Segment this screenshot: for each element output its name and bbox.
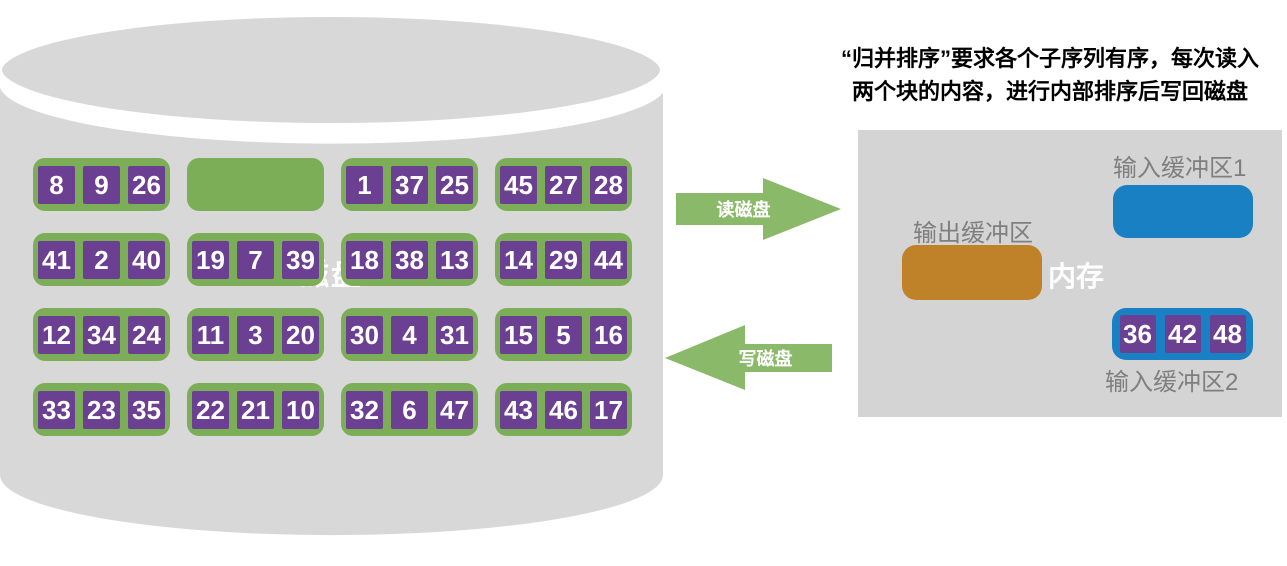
number-cell: 45: [500, 165, 537, 204]
number-cell: 3: [237, 315, 274, 354]
caption-line-2: 两个块的内容，进行内部排序后写回磁盘: [851, 79, 1248, 104]
disk-cylinder-lid: [0, 7, 670, 133]
number-cell: 40: [128, 240, 165, 279]
number-cell: 10: [282, 390, 319, 429]
number-cell: 31: [436, 315, 473, 354]
number-cell: 35: [128, 390, 165, 429]
number-cell: 19: [192, 240, 229, 279]
number-cell: 36: [1119, 315, 1156, 353]
number-cell: 43: [500, 390, 537, 429]
number-cell: 4: [391, 315, 428, 354]
number-cell: 44: [590, 240, 627, 279]
input-buffer-1: [1113, 185, 1253, 238]
memory-label: 内存: [1048, 261, 1105, 292]
disk-block-empty: [187, 158, 324, 211]
number-cell: 47: [436, 390, 473, 429]
number-cell: 25: [436, 165, 473, 204]
number-cell: 17: [590, 390, 627, 429]
number-cell: 46: [545, 390, 582, 429]
number-cell: 26: [128, 165, 165, 204]
number-cell: 2: [83, 240, 120, 279]
number-cell: 30: [346, 315, 383, 354]
number-cell: 37: [391, 165, 428, 204]
number-cell: 32: [346, 390, 383, 429]
number-cell: 34: [83, 315, 120, 354]
number-cell: 14: [500, 240, 537, 279]
input-buffer-1-label: 输入缓冲区1: [1113, 155, 1247, 182]
number-cell: 1: [346, 165, 383, 204]
number-cell: 11: [192, 315, 229, 354]
number-cell: 9: [83, 165, 120, 204]
number-cell: 42: [1164, 315, 1201, 353]
output-buffer: [902, 245, 1042, 300]
write-disk-arrow: 写磁盘: [665, 325, 832, 390]
number-cell: 41: [38, 240, 75, 279]
output-buffer-label: 输出缓冲区: [913, 220, 1033, 247]
caption: “归并排序”要求各个子序列有序，每次读入 两个块的内容，进行内部排序后写回磁盘: [840, 42, 1260, 108]
number-cell: 21: [237, 390, 274, 429]
number-cell: 7: [237, 240, 274, 279]
number-cell: 29: [545, 240, 582, 279]
number-cell: 33: [38, 390, 75, 429]
number-cell: 20: [282, 315, 319, 354]
number-cell: 27: [545, 165, 582, 204]
read-disk-arrow-label: 读磁盘: [716, 200, 771, 220]
number-cell: 18: [346, 240, 383, 279]
number-cell: 13: [436, 240, 473, 279]
number-cell: 28: [590, 165, 627, 204]
number-cell: 16: [590, 315, 627, 354]
number-cell: 23: [83, 390, 120, 429]
number-cell: 39: [282, 240, 319, 279]
number-cell: 15: [500, 315, 537, 354]
number-cell: 24: [128, 315, 165, 354]
number-cell: 6: [391, 390, 428, 429]
number-cell: 12: [38, 315, 75, 354]
input-buffer-2-label: 输入缓冲区2: [1105, 369, 1239, 396]
write-disk-arrow-label: 写磁盘: [738, 348, 793, 369]
number-cell: 38: [391, 240, 428, 279]
caption-line-1: “归并排序”要求各个子序列有序，每次读入: [840, 46, 1259, 71]
read-disk-arrow: 读磁盘: [676, 178, 841, 240]
number-cell: 22: [192, 390, 229, 429]
number-cell: 5: [545, 315, 582, 354]
number-cell: 8: [38, 165, 75, 204]
number-cell: 48: [1209, 315, 1246, 353]
